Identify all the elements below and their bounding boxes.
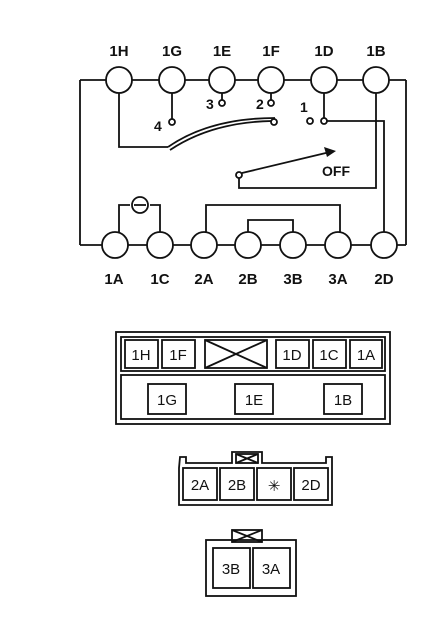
label-3b: 3B: [283, 271, 302, 288]
c2-label-2a: 2A: [191, 477, 209, 494]
contact-4: [168, 118, 176, 126]
terminal-1h: [105, 66, 133, 94]
c3-cell-3b: [212, 547, 251, 589]
label-2b: 2B: [238, 271, 257, 288]
c3-cell-3a: [252, 547, 291, 589]
contact-1d: [320, 117, 328, 125]
c1-label-1h: 1H: [131, 347, 150, 364]
off-lever: [241, 151, 331, 174]
c1-cell-1h: [124, 339, 159, 369]
c3-latch-cross-b: [231, 529, 263, 543]
c3-latch: [231, 529, 263, 543]
terminal-2b: [234, 231, 262, 259]
position-3-label: 3: [206, 96, 214, 112]
c3-label-3a: 3A: [262, 561, 280, 578]
c1-cell-1a: [349, 339, 383, 369]
label-3a: 3A: [328, 271, 347, 288]
label-1g: 1G: [162, 43, 182, 60]
position-4-label: 4: [154, 118, 162, 134]
label-2a: 2A: [194, 271, 213, 288]
wire-1a-lamp: [118, 204, 130, 245]
switch-schematic: 1H 1G 1E 1F 1D 1B 1A 1C 2A 2B 3B 3A 2D 4…: [79, 43, 407, 288]
contact-2: [267, 99, 275, 107]
c1-label-1d: 1D: [282, 347, 301, 364]
c2-label-star: ✳: [268, 478, 281, 495]
c1-cell-1d: [275, 339, 310, 369]
label-1e: 1E: [213, 43, 231, 60]
wire-1h-rotor: [118, 80, 168, 148]
c1-label-1e: 1E: [245, 392, 263, 409]
c2-label-2b: 2B: [228, 477, 246, 494]
rotor-contact: [270, 118, 278, 126]
c2-cell-blank: [256, 467, 292, 501]
connector-3-housing: [205, 539, 297, 597]
terminal-3a: [324, 231, 352, 259]
c2-cell-2b: [219, 467, 255, 501]
c1-label-1g: 1G: [157, 392, 177, 409]
c1-cell-1f: [161, 339, 196, 369]
c1-label-1f: 1F: [169, 347, 187, 364]
terminal-1d: [310, 66, 338, 94]
position-1-label: 1: [300, 99, 308, 115]
c1-label-1a: 1A: [357, 347, 375, 364]
terminal-1g: [158, 66, 186, 94]
bridge-2a-3a: [205, 204, 341, 245]
label-1b: 1B: [366, 43, 385, 60]
c1-blank-cell: [204, 339, 268, 369]
off-return-wire: [238, 80, 377, 189]
rotor-arc-inner: [169, 120, 273, 151]
label-1f: 1F: [262, 43, 280, 60]
connector-1-top-row: [120, 336, 386, 372]
label-1d: 1D: [314, 43, 333, 60]
terminal-1f: [257, 66, 285, 94]
c1-cell-1e: [234, 383, 274, 415]
terminal-1a: [101, 231, 129, 259]
c2-cell-2a: [182, 467, 218, 501]
off-pivot: [235, 171, 243, 179]
terminal-1e: [208, 66, 236, 94]
top-terminals: [105, 66, 390, 94]
connector-2-housing: [178, 451, 333, 506]
c2-cell-2d: [293, 467, 329, 501]
c1-cell-1g: [147, 383, 187, 415]
off-arrow: [324, 147, 336, 157]
rotor-arc: [167, 117, 276, 148]
c1-blank-cross-b: [204, 339, 268, 369]
connector-1: 1H 1F 1D 1C 1A 1G 1E 1B: [115, 331, 391, 425]
position-2-label: 2: [256, 96, 264, 112]
c1-label-1c: 1C: [319, 347, 338, 364]
terminal-3b: [279, 231, 307, 259]
terminal-2a: [190, 231, 218, 259]
terminal-2d: [370, 231, 398, 259]
c2-latch: [235, 453, 259, 464]
c1-cell-1b: [323, 383, 363, 415]
c3-label-3b: 3B: [222, 561, 240, 578]
c1-cell-1c: [312, 339, 347, 369]
connector-1-bottom-row: [120, 374, 386, 420]
position-off-label: OFF: [322, 163, 350, 179]
label-1h: 1H: [109, 43, 128, 60]
connector-3: 3B 3A: [205, 529, 297, 597]
c2-latch-cross-b: [235, 453, 259, 464]
wire-1d-2d: [327, 120, 385, 245]
label-1c: 1C: [150, 271, 169, 288]
connector-2: 2A 2B ✳ 2D: [178, 451, 333, 506]
contact-1: [306, 117, 314, 125]
label-1a: 1A: [104, 271, 123, 288]
c1-label-1b: 1B: [334, 392, 352, 409]
terminal-1c: [146, 231, 174, 259]
contact-3: [218, 99, 226, 107]
label-2d: 2D: [374, 271, 393, 288]
connector-1-housing: [115, 331, 391, 425]
bottom-terminals: [101, 231, 398, 259]
c2-label-2d: 2D: [301, 477, 320, 494]
terminal-1b: [362, 66, 390, 94]
